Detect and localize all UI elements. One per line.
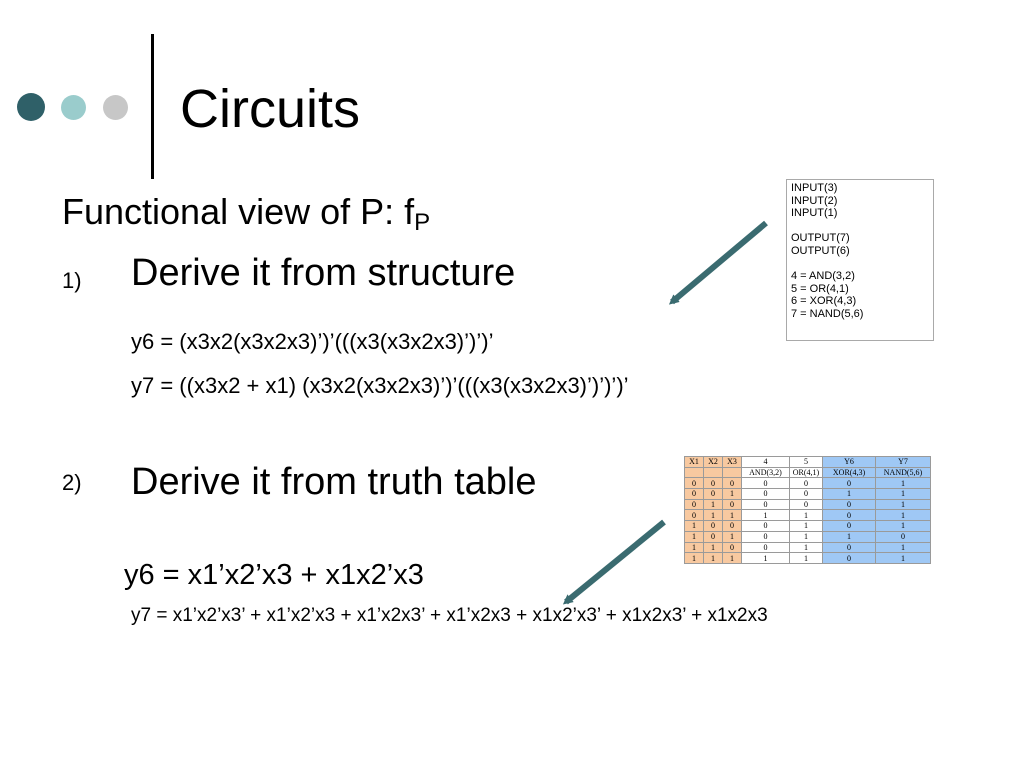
circuit-description-line: OUTPUT(6): [791, 244, 850, 257]
functional-view-heading: Functional view of P: fP: [62, 190, 430, 245]
title-divider: [151, 34, 154, 179]
truth-y6-equation: y6 = x1’x2’x3 + x1x2’x3: [124, 559, 424, 591]
circuit-description-line: 6 = XOR(4,3): [791, 295, 857, 308]
item-2-number: 2): [62, 470, 82, 495]
slide-title: Circuits: [180, 79, 361, 139]
circuit-description-line: INPUT(3): [791, 182, 838, 194]
circuit-description-line: 4 = AND(3,2): [791, 270, 855, 283]
truth-table-subheader-row: AND(3,2)OR(4,1)XOR(4,3)NAND(5,6): [684, 466, 931, 479]
circuit-description-line: OUTPUT(7): [791, 232, 850, 245]
item-2-text: Derive it from truth table: [131, 461, 537, 503]
circuit-description-line: INPUT(2): [791, 194, 838, 207]
structure-y6-equation: y6 = (x3x2(x3x2x3)’)’(((x3(x3x2x3)’)’)’: [131, 329, 494, 354]
functional-view-text: Functional view of P: f: [62, 191, 415, 232]
truth-y7-equation: y7 = x1’x2’x3’ + x1’x2’x3 + x1’x2x3’ + x…: [131, 605, 768, 626]
item-1-number: 1): [62, 268, 82, 293]
bullet-dot-dark: [17, 93, 45, 121]
truth-table-cell: 1: [875, 477, 931, 490]
arrow-to-structure-icon: [668, 220, 768, 305]
truth-table-cell: Y7: [875, 456, 931, 468]
truth-table-cell: NAND(5,6): [875, 466, 931, 479]
truth-table-cell: 1: [875, 498, 931, 511]
truth-table-cell: 1: [875, 488, 931, 500]
functional-view-subscript: P: [414, 209, 431, 236]
bullet-dot-light: [61, 95, 86, 120]
bullet-dot-grey: [103, 95, 128, 120]
item-1-text: Derive it from structure: [131, 252, 516, 294]
arrow-to-truth-table-icon: [562, 519, 666, 605]
circuit-description-line: INPUT(1): [791, 207, 838, 220]
circuit-description-box: INPUT(3)INPUT(2)INPUT(1) OUTPUT(7)OUTPUT(…: [786, 179, 934, 341]
truth-table-cell: 1: [875, 552, 931, 564]
circuit-description-line: 7 = NAND(5,6): [791, 307, 864, 320]
circuit-description-line: 5 = OR(4,1): [791, 282, 849, 295]
structure-y7-equation: y7 = ((x3x2 + x1) (x3x2(x3x2x3)’)’(((x3(…: [131, 373, 629, 398]
